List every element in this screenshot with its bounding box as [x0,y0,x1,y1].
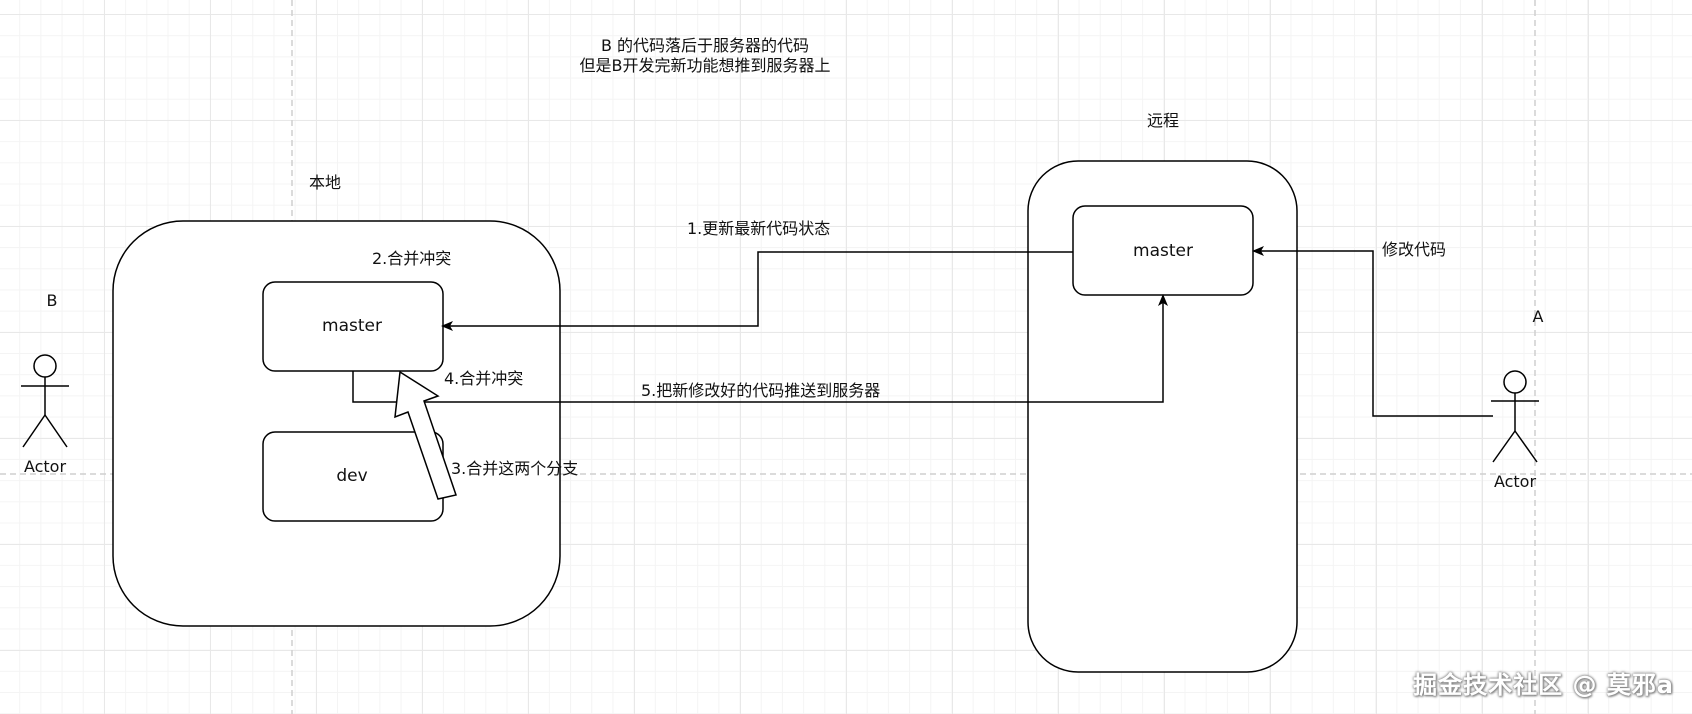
step3-label: 3.合并这两个分支 [451,459,578,478]
description-line-1: B 的代码落后于服务器的代码 [601,36,809,55]
step1-label: 1.更新最新代码状态 [687,219,830,238]
actor-b-caption: Actor [24,457,67,476]
remote-master-label: master [1133,241,1193,261]
actor-a-name: A [1533,307,1544,326]
modify-label: 修改代码 [1382,240,1446,259]
merge-block-arrow[interactable] [394,370,457,500]
local-dev-label: dev [336,466,367,486]
actor-a-caption: Actor [1494,472,1537,491]
watermark-text: 掘金技术社区 @ 莫邪a [1413,671,1674,699]
local-master-label: master [322,316,382,336]
step2-label: 2.合并冲突 [372,249,451,268]
remote-region-label: 远程 [1147,111,1179,130]
actor-a-icon[interactable] [1491,370,1539,463]
update-arrow[interactable] [441,251,1073,331]
actor-b-icon[interactable] [21,354,69,448]
step5-label: 5.把新修改好的代码推送到服务器 [641,381,880,400]
actor-b-name: B [47,291,58,310]
local-region-label: 本地 [309,173,341,192]
description-line-2: 但是B开发完新功能想推到服务器上 [580,56,831,75]
step4-label: 4.合并冲突 [444,369,523,388]
modify-arrow[interactable] [1252,246,1493,417]
push-arrow[interactable] [352,294,1168,403]
